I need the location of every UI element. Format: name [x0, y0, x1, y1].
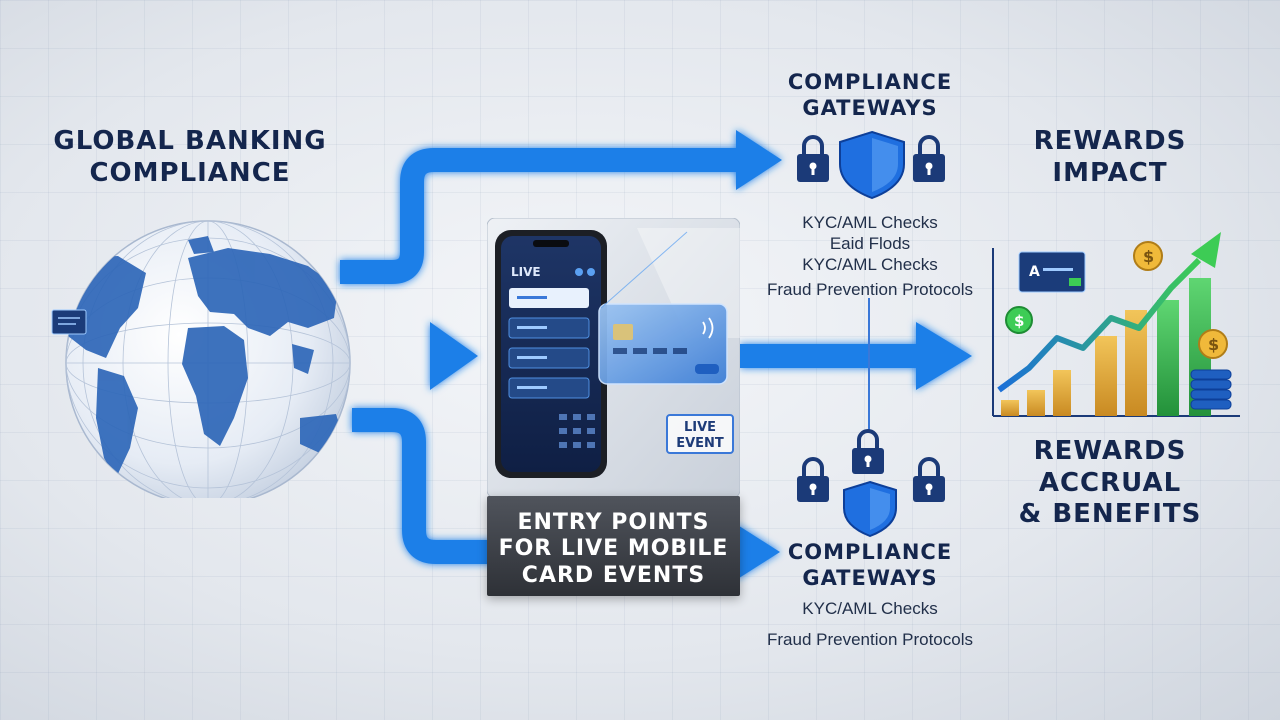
- bottom-gateway-list: KYC/AML Checks Fraud Prevention Protocol…: [767, 599, 973, 650]
- rewards-chart-illustration: A $ $ $: [992, 232, 1240, 417]
- svg-text:$: $: [1143, 247, 1154, 266]
- lock-icon: [913, 457, 945, 502]
- entry-points-label: ENTRY POINTS FOR LIVE MOBILE CARD EVENTS: [487, 496, 740, 596]
- live-event-badge: LIVE EVENT: [666, 414, 734, 454]
- lock-icon: [797, 135, 829, 182]
- global-banking-title: GLOBAL BANKING COMPLIANCE: [53, 126, 327, 188]
- lock-icon: [852, 429, 884, 474]
- dollar-coin-icon: $: [1005, 306, 1033, 334]
- top-gateway-list: KYC/AML Checks Eaid Flods KYC/AML Checks…: [767, 213, 973, 300]
- bottom-gateway-title: COMPLIANCE GATEWAYS: [787, 540, 953, 590]
- dollar-coin-icon: $: [1198, 329, 1228, 359]
- arrow-to-top-gateway: [340, 148, 740, 284]
- screen-icon: [51, 309, 87, 335]
- shield-icon: [839, 130, 905, 200]
- phone-row: [508, 347, 590, 369]
- rewards-impact-title: REWARDS IMPACT: [1033, 126, 1187, 188]
- rewards-accrual-title: REWARDS ACCRUAL & BENEFITS: [1018, 436, 1202, 530]
- svg-text:$: $: [1208, 335, 1219, 354]
- shield-icon: [843, 480, 897, 538]
- phone-row: [509, 288, 589, 308]
- phone-row: [508, 317, 590, 339]
- svg-text:$: $: [1014, 312, 1024, 330]
- lock-icon: [797, 457, 829, 502]
- coin-stack-icon: [1190, 369, 1232, 410]
- dollar-coin-icon: $: [1133, 241, 1163, 271]
- top-gateway-icons: [797, 130, 945, 200]
- lock-icon: [913, 135, 945, 182]
- credit-card-icon: [598, 303, 728, 385]
- arrow-to-bottom-gateway: [352, 408, 740, 564]
- phone-row: [508, 377, 590, 399]
- svg-text:A: A: [1029, 264, 1040, 280]
- bottom-gateway-icons: [797, 429, 945, 538]
- globe-illustration: [51, 220, 351, 498]
- phone-live-label: LIVE: [511, 265, 541, 279]
- top-gateway-title: COMPLIANCE GATEWAYS: [787, 70, 953, 120]
- info-card-icon: A: [1018, 251, 1086, 293]
- phone-panel: LIVE: [487, 218, 740, 498]
